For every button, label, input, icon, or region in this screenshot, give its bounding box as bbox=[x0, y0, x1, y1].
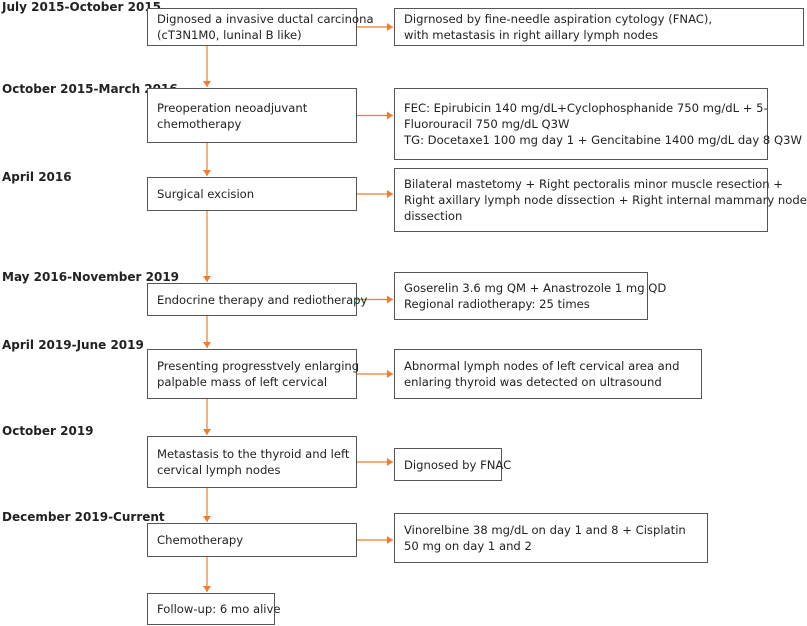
arrow-right-icon bbox=[387, 295, 393, 304]
box-text-line: Surgical excision bbox=[157, 187, 255, 201]
box-text-line: Endocrine therapy and rediotherapy bbox=[157, 292, 368, 307]
follow-up-box: Follow-up: 6 mo alive bbox=[147, 593, 281, 625]
arrow-right-icon bbox=[387, 370, 393, 378]
box-text-line: Regional radiotherapy: 25 times bbox=[404, 297, 590, 311]
arrow-down-icon bbox=[203, 516, 211, 522]
event-box: Endocrine therapy and rediotherapy bbox=[147, 283, 368, 316]
period-label: December 2019-Current bbox=[2, 510, 165, 524]
box-text-line: Presenting progresstvely enlarging bbox=[157, 359, 360, 373]
box-text-line: chemotherapy bbox=[157, 116, 242, 131]
period-label: October 2015-March 2016 bbox=[2, 82, 178, 96]
box-text-line: Goserelin 3.6 mg QM + Anastrozole 1 mg Q… bbox=[404, 281, 667, 295]
arrow-down-icon bbox=[203, 170, 211, 176]
period-label: October 2019 bbox=[2, 424, 94, 438]
arrow-right-icon bbox=[387, 23, 393, 31]
box-text-line: Vinorelbine 38 mg/dL on day 1 and 8 + Ci… bbox=[404, 523, 686, 537]
box-text-line: Right axillary lymph node dissection + R… bbox=[404, 193, 807, 207]
box-text-line: Follow-up: 6 mo alive bbox=[157, 602, 281, 616]
detail-box: Digrnosed by fine-needle aspiration cyto… bbox=[394, 8, 804, 46]
box-text-line: Abnormal lymph nodes of left cervical ar… bbox=[404, 359, 680, 373]
box-text-line: Metastasis to the thyroid and left bbox=[157, 447, 350, 461]
box-text-line: Dignosed a invasive ductal carcinona bbox=[157, 12, 374, 26]
event-box: Surgical excision bbox=[147, 177, 357, 211]
box-text-line: Chemotherapy bbox=[157, 533, 244, 547]
detail-box: Dignosed by FNAC bbox=[394, 448, 512, 481]
detail-box: Vinorelbine 38 mg/dL on day 1 and 8 + Ci… bbox=[394, 513, 708, 563]
box-text-line: enlaring thyroid was detected on ultraso… bbox=[404, 375, 662, 389]
box-text-line: Bilateral mastetomy + Right pectoralis m… bbox=[404, 177, 784, 191]
box-text-line: Digrnosed by fine-needle aspiration cyto… bbox=[404, 12, 713, 26]
box-text-line: dissection bbox=[404, 209, 463, 223]
box-text-line: palpable mass of left cervical bbox=[157, 375, 328, 389]
box-text-line: with metastasis in right aillary lymph n… bbox=[404, 28, 659, 42]
arrow-right-icon bbox=[387, 536, 393, 544]
box-text-line: FEC: Epirubicin 140 mg/dL+Cyclophosphani… bbox=[404, 101, 768, 115]
detail-box: Abnormal lymph nodes of left cervical ar… bbox=[394, 349, 702, 399]
event-box: Presenting progresstvely enlarging palpab… bbox=[147, 349, 360, 399]
detail-box: Bilateral mastetomy + Right pectoralis m… bbox=[394, 168, 807, 232]
arrow-down-icon bbox=[203, 342, 211, 348]
box-text-line: (cT3N1M0, luninal B like) bbox=[157, 28, 302, 42]
box-text-line: 50 mg on day 1 and 2 bbox=[404, 539, 532, 553]
box-text-line: TG: Docetaxe1 100 mg day 1 + Gencitabine… bbox=[404, 133, 802, 147]
arrow-right-icon bbox=[387, 190, 393, 198]
detail-box: Goserelin 3.6 mg QM + Anastrozole 1 mg Q… bbox=[394, 272, 667, 320]
arrow-right-icon bbox=[387, 458, 393, 466]
event-box: Dignosed a invasive ductal carcinona (cT3… bbox=[147, 8, 374, 46]
connector-layer bbox=[203, 23, 393, 592]
box-text-line: Dignosed by FNAC bbox=[404, 457, 512, 472]
period-label: May 2016-November 2019 bbox=[2, 270, 180, 284]
arrow-right-icon bbox=[387, 111, 393, 120]
box-text-line: Preoperation neoadjuvant bbox=[157, 100, 308, 115]
box-text-line: cervical lymph nodes bbox=[157, 463, 281, 477]
arrow-down-icon bbox=[203, 276, 211, 282]
arrow-down-icon bbox=[203, 429, 211, 435]
arrow-down-icon bbox=[203, 81, 211, 87]
period-label: April 2016 bbox=[2, 170, 72, 184]
event-box: Metastasis to the thyroid and left cervic… bbox=[147, 436, 357, 488]
detail-box: FEC: Epirubicin 140 mg/dL+Cyclophosphani… bbox=[394, 88, 802, 160]
arrow-down-icon bbox=[203, 586, 211, 592]
event-box: Chemotherapy bbox=[147, 523, 357, 557]
box-text-line: Fluorouracil 750 mg/dL Q3W bbox=[404, 117, 570, 131]
period-label: July 2015-October 2015 bbox=[2, 0, 162, 14]
period-label: April 2019-June 2019 bbox=[2, 338, 144, 352]
